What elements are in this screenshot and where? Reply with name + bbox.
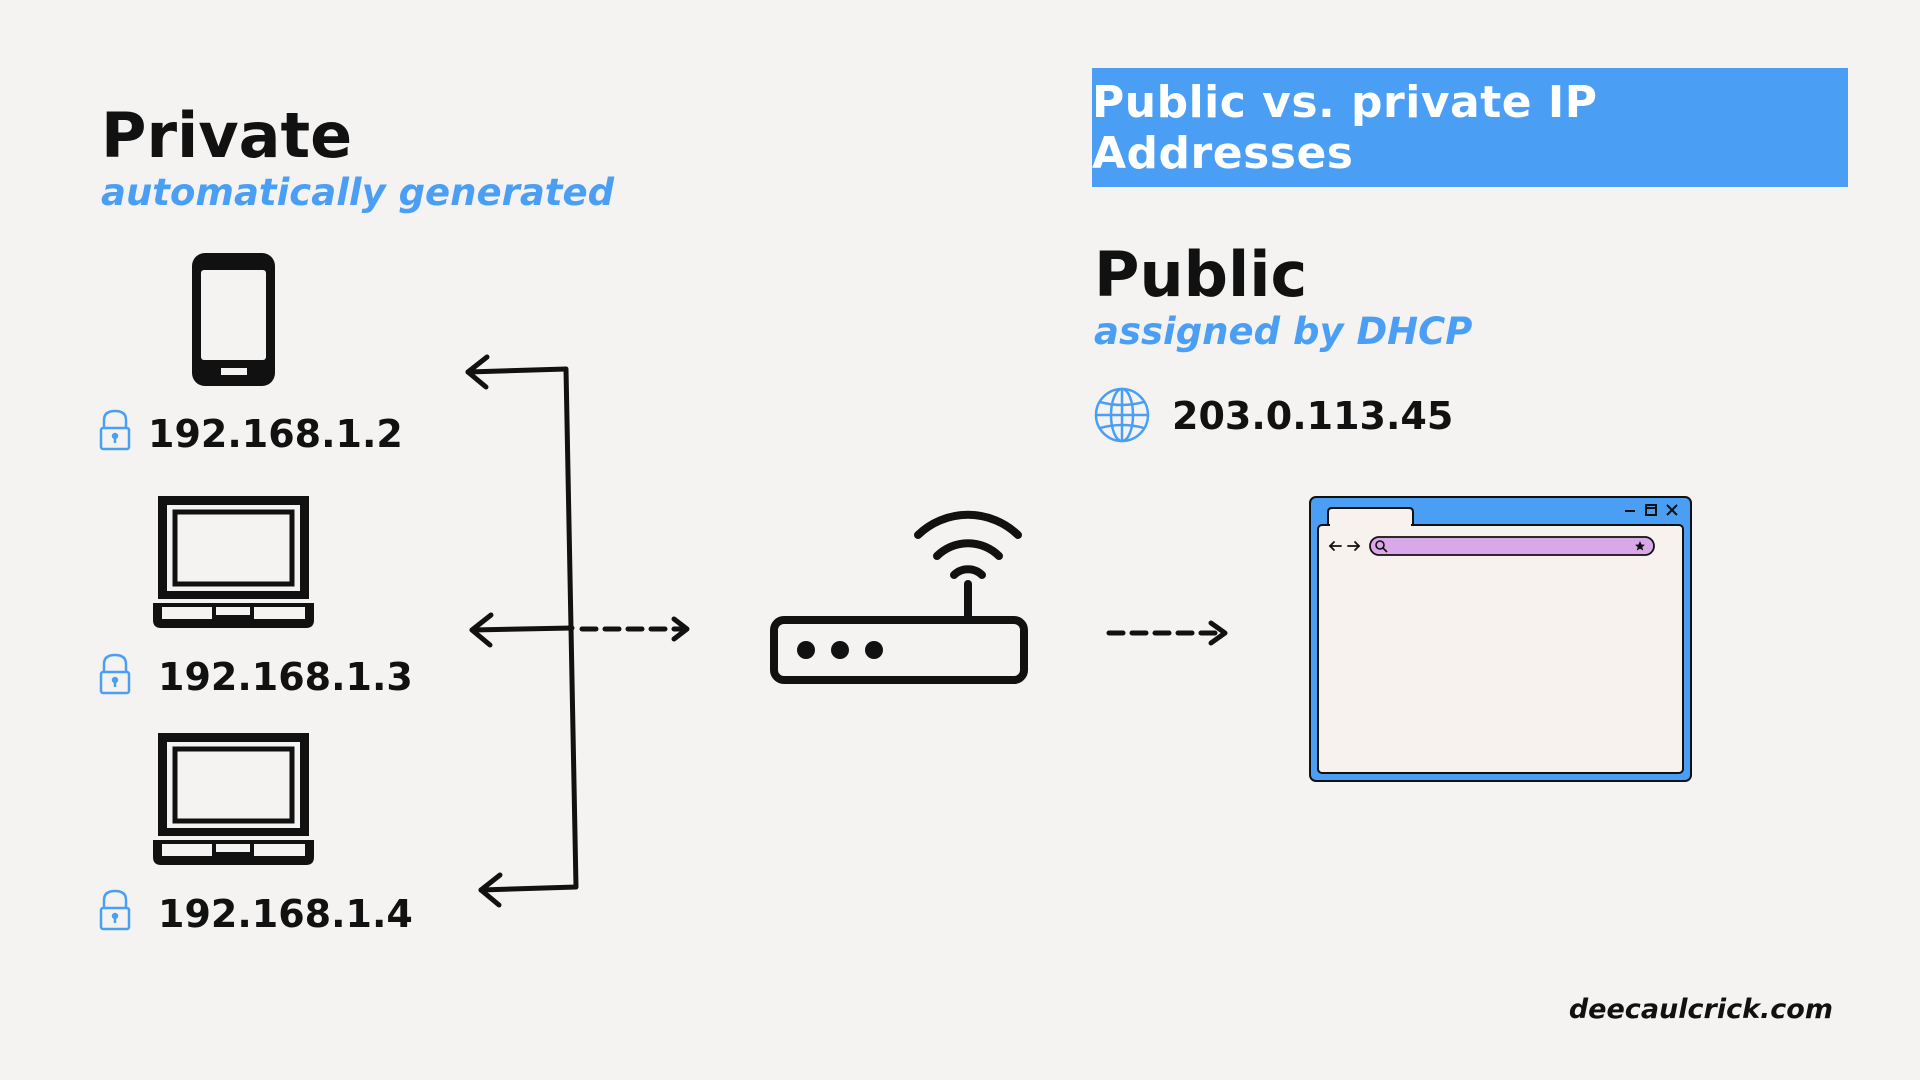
arrowhead-left bbox=[465, 354, 490, 390]
dashed-arrow bbox=[1106, 620, 1228, 646]
lock-icon bbox=[99, 653, 131, 695]
private-ip-laptop-1: 192.168.1.3 bbox=[158, 655, 413, 699]
title-banner: Public vs. private IP Addresses bbox=[1092, 68, 1848, 187]
dashed-arrow bbox=[579, 616, 690, 642]
laptop-icon bbox=[153, 496, 314, 628]
public-ip: 203.0.113.45 bbox=[1172, 394, 1454, 438]
wifi-icon bbox=[914, 510, 1022, 579]
lock-icon bbox=[99, 889, 131, 931]
public-heading: Public bbox=[1094, 238, 1308, 311]
private-ip-phone: 192.168.1.2 bbox=[148, 412, 403, 456]
phone-icon bbox=[192, 253, 275, 386]
arrowhead-left bbox=[469, 612, 494, 648]
footer-credit: deecaulcrick.com bbox=[1568, 994, 1833, 1025]
private-subheading: automatically generated bbox=[101, 171, 615, 214]
private-heading: Private bbox=[101, 99, 353, 172]
forward-arrow-icon bbox=[1347, 541, 1361, 551]
back-arrow-icon bbox=[1328, 541, 1342, 551]
globe-icon bbox=[1094, 387, 1150, 443]
page-title: Public vs. private IP Addresses bbox=[1092, 76, 1598, 179]
bookmark-star-icon bbox=[1635, 541, 1645, 551]
close-icon bbox=[1666, 504, 1678, 516]
router-icon bbox=[770, 580, 1028, 684]
lock-icon bbox=[99, 409, 131, 451]
arrowhead-left bbox=[478, 872, 503, 908]
address-bar bbox=[1369, 536, 1655, 556]
search-icon bbox=[1375, 540, 1388, 553]
laptop-icon bbox=[153, 733, 314, 865]
maximize-icon bbox=[1645, 504, 1657, 516]
public-subheading: assigned by DHCP bbox=[1094, 310, 1473, 353]
private-ip-laptop-2: 192.168.1.4 bbox=[158, 892, 413, 936]
browser-window-icon bbox=[1309, 496, 1692, 782]
bracket-connector bbox=[465, 366, 579, 893]
